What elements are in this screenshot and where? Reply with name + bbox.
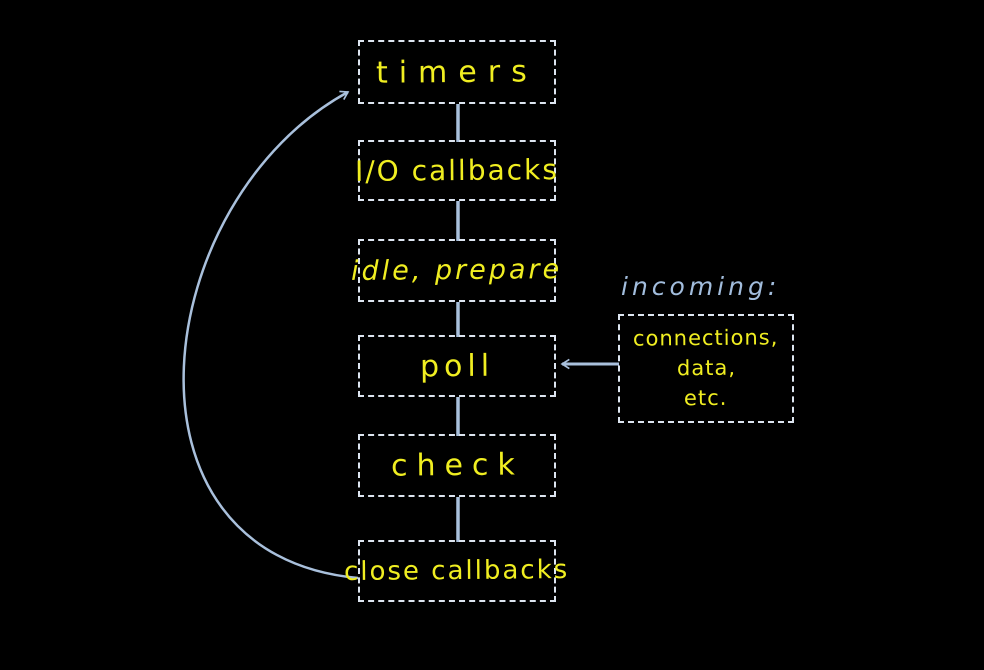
flow-box-poll: poll — [358, 335, 556, 397]
flow-box-label: idle, prepare — [351, 254, 563, 287]
loop-back-arrow — [182, 90, 359, 580]
flow-box-io-callbacks: I/O callbacks — [354, 140, 560, 201]
incoming-line: data, — [676, 355, 736, 381]
flow-box-label: close callbacks — [344, 555, 570, 587]
flow-box-close-callbacks: close callbacks — [344, 540, 570, 602]
incoming-box: connections, data, etc. — [618, 314, 794, 423]
flow-box-check: check — [358, 434, 556, 497]
flow-box-idle-prepare: idle, prepare — [351, 239, 563, 302]
flow-box-label: I/O callbacks — [354, 153, 560, 188]
incoming-line: connections, — [633, 325, 779, 351]
flow-box-label: timers — [375, 53, 539, 91]
flow-box-timers: timers — [358, 40, 556, 104]
incoming-line: etc. — [684, 385, 728, 411]
incoming-label: incoming: — [621, 272, 781, 301]
flow-box-label: check — [390, 447, 524, 484]
flow-box-label: poll — [419, 348, 495, 384]
